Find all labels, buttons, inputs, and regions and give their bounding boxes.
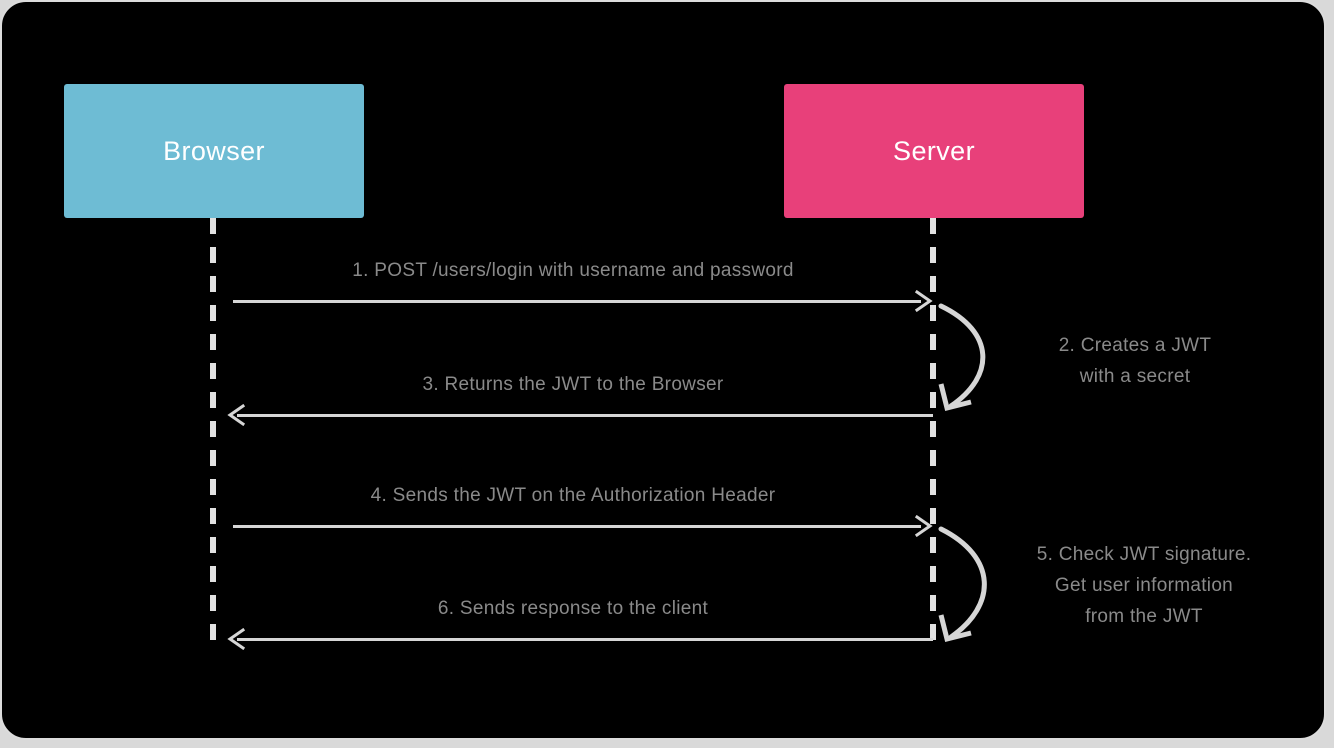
- arrow-right-icon: [913, 515, 935, 537]
- message-3[interactable]: 3. Returns the JWT to the Browser: [213, 374, 933, 432]
- self-message-5-line-2: Get user information: [1054, 575, 1234, 596]
- self-message-2-text: 2. Creates a JWT with a secret: [1005, 330, 1265, 392]
- arrow-right-icon: [913, 290, 935, 312]
- self-message-2-line-2: with a secret: [1079, 366, 1191, 387]
- participant-box-browser[interactable]: Browser: [64, 84, 364, 218]
- arrow-left-icon: [225, 628, 247, 650]
- self-message-5-line-1: 5. Check JWT signature.: [1036, 544, 1252, 565]
- message-3-line: [237, 414, 933, 417]
- message-3-label: 3. Returns the JWT to the Browser: [422, 374, 724, 395]
- message-4-label: 4. Sends the JWT on the Authorization He…: [370, 485, 776, 506]
- self-message-2[interactable]: 2. Creates a JWT with a secret: [933, 298, 1263, 418]
- self-loop-arrow-icon: [938, 303, 986, 412]
- self-message-2-line-1: 2. Creates a JWT: [1058, 335, 1212, 356]
- participant-box-server[interactable]: Server: [784, 84, 1084, 218]
- self-loop-arrow-icon: [938, 526, 987, 643]
- lifeline-server: [930, 218, 936, 650]
- message-1[interactable]: 1. POST /users/login with username and p…: [213, 260, 933, 318]
- message-4[interactable]: 4. Sends the JWT on the Authorization He…: [213, 485, 933, 543]
- message-6-line: [237, 638, 933, 641]
- self-message-5-line-3: from the JWT: [1085, 606, 1203, 627]
- message-6-label: 6. Sends response to the client: [437, 598, 709, 619]
- message-4-line: [233, 525, 921, 528]
- arrow-left-icon: [225, 404, 247, 426]
- message-1-label: 1. POST /users/login with username and p…: [352, 260, 794, 281]
- self-message-5-text: 5. Check JWT signature. Get user informa…: [1005, 539, 1283, 632]
- lifeline-browser: [210, 218, 216, 650]
- participant-label-server: Server: [893, 135, 975, 166]
- message-6[interactable]: 6. Sends response to the client: [213, 598, 933, 656]
- self-message-5[interactable]: 5. Check JWT signature. Get user informa…: [933, 521, 1283, 649]
- message-1-line: [233, 300, 921, 303]
- participant-label-browser: Browser: [163, 135, 265, 166]
